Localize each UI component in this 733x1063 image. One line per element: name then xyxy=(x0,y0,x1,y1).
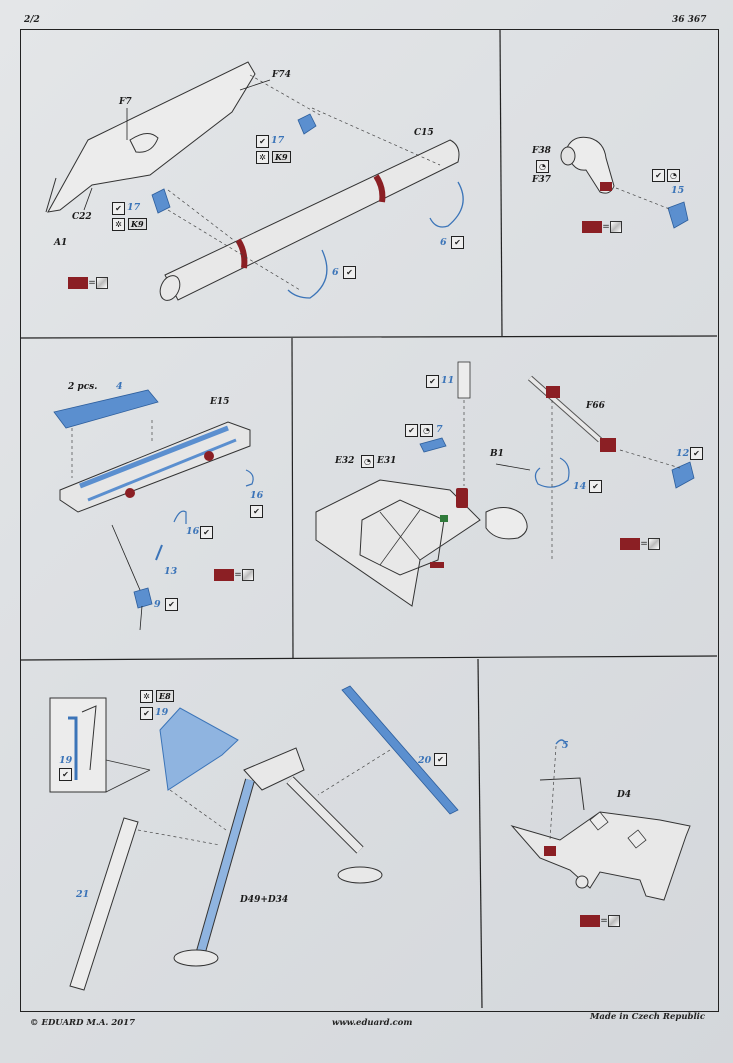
step-number-19: 19 xyxy=(155,707,169,718)
part-label-a1: A1 xyxy=(54,238,68,248)
anneal-icon: ✲ xyxy=(256,151,269,164)
step-number-6: 6 xyxy=(332,267,339,278)
check-icon: ✔ xyxy=(451,236,464,249)
step-number-9: 9 xyxy=(154,599,161,610)
step-number-16: 16 xyxy=(250,490,264,501)
pe-part-icon xyxy=(242,569,254,581)
red-swatch xyxy=(68,277,88,289)
red-swatch xyxy=(214,569,234,581)
check-icon: ✔ xyxy=(405,424,418,437)
pe-part-icon xyxy=(610,221,622,233)
step-number-14: 14 xyxy=(573,481,587,492)
part-label-e32: E32 xyxy=(335,456,355,466)
part-label-f74: F74 xyxy=(272,70,291,80)
part-label-f37: F37 xyxy=(532,175,551,185)
color-legend: = xyxy=(580,915,620,927)
product-code: 36 367 xyxy=(672,15,707,25)
page-frame xyxy=(20,29,719,1012)
check-icon: ✔ xyxy=(434,753,447,766)
red-swatch xyxy=(582,221,602,233)
check-icon: ✔ xyxy=(250,505,263,518)
red-swatch xyxy=(620,538,640,550)
step-number-17: 17 xyxy=(271,135,285,146)
check-icon: ✔ xyxy=(343,266,356,279)
code-k9: K9 xyxy=(272,151,291,163)
check-icon: ✔ xyxy=(426,375,439,388)
part-label-f38: F38 xyxy=(532,146,551,156)
part-label-c15: C15 xyxy=(414,128,434,138)
color-legend: = xyxy=(620,538,660,550)
part-label-c22: C22 xyxy=(72,212,92,222)
check-icon: ✔ xyxy=(256,135,269,148)
page-number: 2/2 xyxy=(24,15,40,25)
check-icon: ✔ xyxy=(589,480,602,493)
check-icon: ✔ xyxy=(59,768,72,781)
step-number-13: 13 xyxy=(164,566,178,577)
copyright: © EDUARD M.A. 2017 xyxy=(30,1018,135,1028)
red-swatch xyxy=(580,915,600,927)
part-label-f7: F7 xyxy=(119,97,132,107)
check-icon: ✔ xyxy=(200,526,213,539)
check-icon: ✔ xyxy=(140,707,153,720)
pe-part-icon xyxy=(608,915,620,927)
quantity-label: 2 pcs. xyxy=(68,382,98,392)
step-number-6: 6 xyxy=(440,237,447,248)
anneal-icon: ✲ xyxy=(112,218,125,231)
bend-icon: ◔ xyxy=(536,160,549,173)
part-label-f66: F66 xyxy=(586,401,605,411)
step-number-5: 5 xyxy=(562,740,569,751)
step-number-21: 21 xyxy=(76,889,90,900)
pe-part-icon xyxy=(96,277,108,289)
step-number-4: 4 xyxy=(116,381,123,392)
check-icon: ✔ xyxy=(165,598,178,611)
bend-icon: ◔ xyxy=(420,424,433,437)
step-number-16: 16 xyxy=(186,526,200,537)
anneal-icon: ✲ xyxy=(140,690,153,703)
step-number-15: 15 xyxy=(671,185,685,196)
part-label-d4: D4 xyxy=(617,790,632,800)
step-number-20: 20 xyxy=(418,755,432,766)
code-e8: E8 xyxy=(156,690,174,702)
step-number-11: 11 xyxy=(441,375,455,386)
step-number-19: 19 xyxy=(59,755,73,766)
part-label-b1: B1 xyxy=(490,449,504,459)
color-legend: = xyxy=(68,277,108,289)
part-label-d49-d34: D49+D34 xyxy=(240,895,289,905)
part-label-e31: E31 xyxy=(377,456,397,466)
bend-icon: ◔ xyxy=(667,169,680,182)
code-k9: K9 xyxy=(128,218,147,230)
pe-part-icon xyxy=(648,538,660,550)
check-icon: ✔ xyxy=(652,169,665,182)
step-number-7: 7 xyxy=(436,424,443,435)
color-legend: = xyxy=(582,221,622,233)
website-link[interactable]: www.eduard.com xyxy=(332,1018,413,1028)
bend-icon: ◔ xyxy=(361,455,374,468)
step-number-12: 12 xyxy=(676,448,690,459)
check-icon: ✔ xyxy=(112,202,125,215)
part-label-e15: E15 xyxy=(210,397,230,407)
color-legend: = xyxy=(214,569,254,581)
step-number-17: 17 xyxy=(127,202,141,213)
check-icon: ✔ xyxy=(690,447,703,460)
origin-note: Made in Czech Republic xyxy=(590,1012,706,1022)
